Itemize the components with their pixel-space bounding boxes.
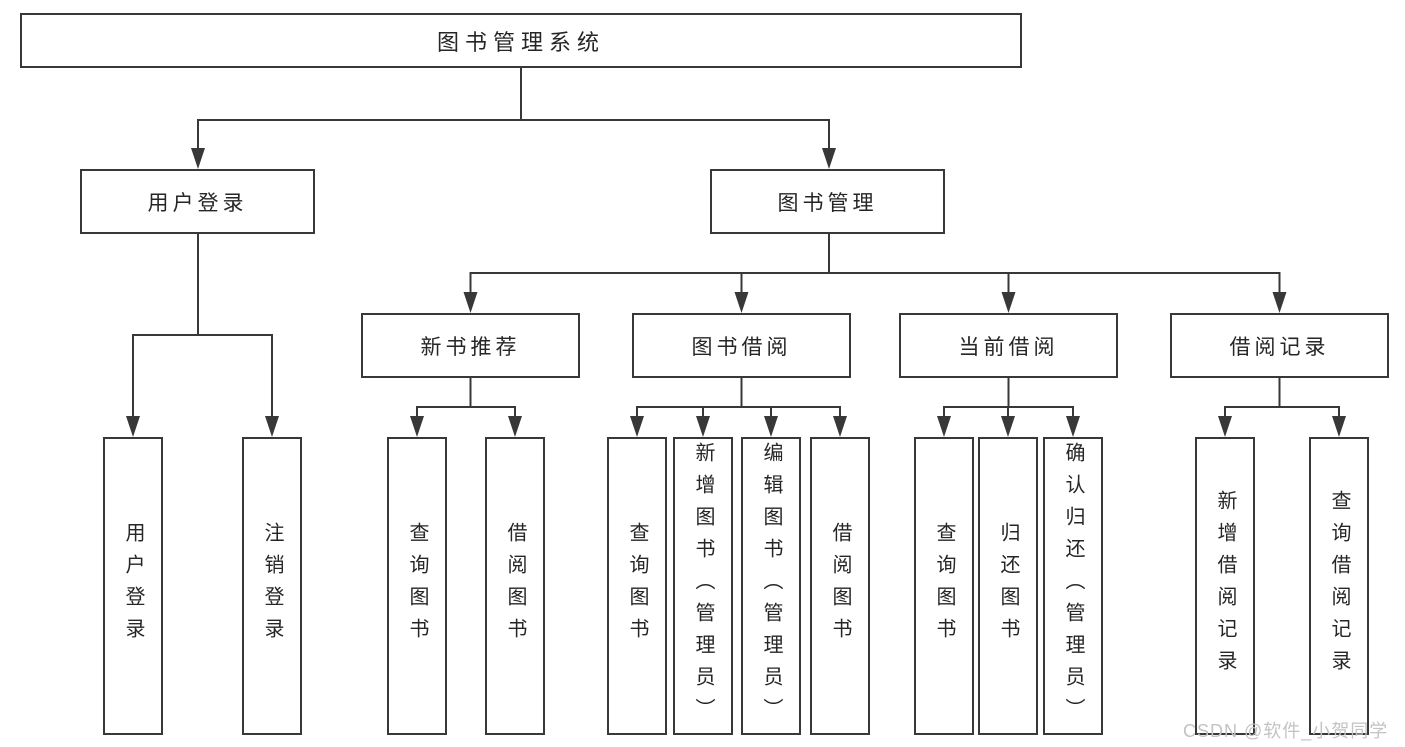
node-current-borrowing: 当前借阅 [899,313,1118,378]
node-label: 新增图书（管理员） [692,442,714,730]
leaf-confirm-return-admin: 确认归还（管理员） [1043,437,1103,735]
leaf-logout: 注销登录 [242,437,302,735]
node-label: 新书推荐 [420,335,521,359]
node-label: 归还图书 [997,522,1019,650]
node-label: 查询图书 [626,522,648,650]
node-root-library-system: 图书管理系统 [20,13,1022,68]
node-label: 图书管理系统 [436,29,605,55]
leaf-borrow-books-borrowing: 借阅图书 [810,437,870,735]
node-new-book-recommend: 新书推荐 [361,313,580,378]
node-label: 借阅图书 [504,522,526,650]
leaf-query-borrow-record: 查询借阅记录 [1309,437,1369,735]
leaf-query-books-recommend: 查询图书 [387,437,447,735]
node-book-borrowing: 图书借阅 [632,313,851,378]
node-label: 图书借阅 [691,335,792,359]
arrowheads [126,148,1346,437]
node-label: 图书管理 [777,191,878,215]
node-label: 借阅图书 [829,522,851,650]
node-label: 当前借阅 [958,335,1059,359]
node-label: 编辑图书（管理员） [760,442,782,730]
node-label: 用户登录 [147,191,248,215]
node-label: 注销登录 [261,522,283,650]
leaf-borrow-books-recommend: 借阅图书 [485,437,545,735]
node-label: 用户登录 [122,522,144,650]
node-borrowing-records: 借阅记录 [1170,313,1389,378]
leaf-add-borrow-record: 新增借阅记录 [1195,437,1255,735]
node-book-management: 图书管理 [710,169,945,234]
node-label: 借阅记录 [1229,335,1330,359]
node-label: 查询图书 [406,522,428,650]
node-label: 查询图书 [933,522,955,650]
leaf-query-books-borrowing: 查询图书 [607,437,667,735]
node-label: 查询借阅记录 [1328,490,1350,682]
leaf-edit-book-admin: 编辑图书（管理员） [741,437,801,735]
node-label: 确认归还（管理员） [1062,442,1084,730]
node-label: 新增借阅记录 [1214,490,1236,682]
node-user-login: 用户登录 [80,169,315,234]
leaf-user-login: 用户登录 [103,437,163,735]
leaf-query-books-current: 查询图书 [914,437,974,735]
csdn-watermark: CSDN @软件_小贺同学 [1183,721,1389,741]
leaf-return-book: 归还图书 [978,437,1038,735]
leaf-add-book-admin: 新增图书（管理员） [673,437,733,735]
